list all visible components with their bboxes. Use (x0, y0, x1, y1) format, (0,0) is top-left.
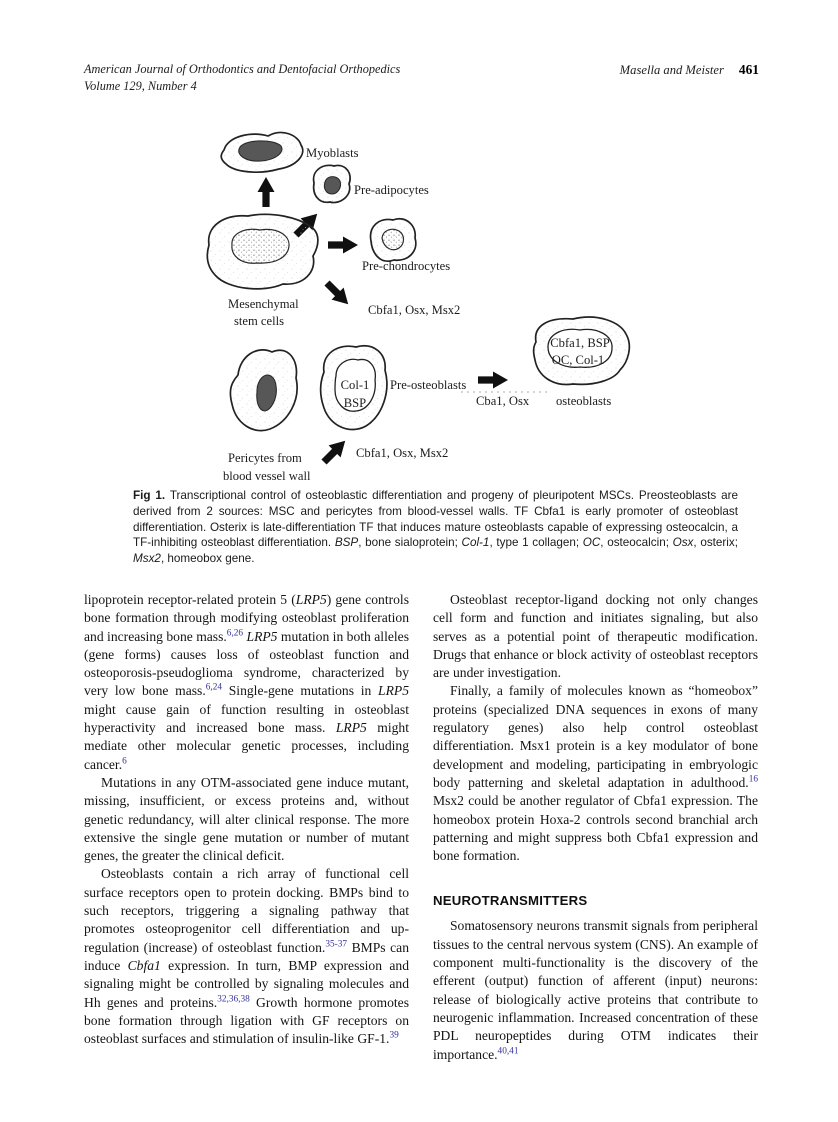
myoblasts-label: Myoblasts (306, 146, 359, 160)
paragraph: lipoprotein receptor-related protein 5 (… (84, 592, 410, 772)
osteoblast-differentiation-diagram: Myoblasts Pre-adipocytes Mesenchymal ste… (206, 131, 631, 483)
tf-label-bottom: Cbfa1, Osx, Msx2 (356, 446, 448, 460)
osteoblast-inner-label-line2: OC, Col-1 (552, 353, 604, 367)
section-heading-neurotransmitters: NEUROTRANSMITTERS (433, 893, 588, 909)
paragraph: Finally, a family of molecules known as … (433, 683, 758, 864)
page-number: 461 (738, 62, 759, 77)
bsp-label: BSP (344, 396, 366, 410)
paragraph: Mutations in any OTM-associated gene ind… (84, 774, 409, 864)
osteoblast-inner-label-line1: Cbfa1, BSP (550, 336, 609, 350)
cba1-osx-label: Cba1, Osx (476, 394, 530, 408)
myoblast-cell (220, 131, 304, 174)
osteoblast-cell: Cbfa1, BSP OC, Col-1 (532, 316, 631, 386)
pericyte-cell (229, 349, 298, 432)
arrow-pre-osteoblasts-to-osteoblasts (478, 371, 508, 389)
pericytes-label-line1: Pericytes from (228, 451, 302, 465)
paragraph: Osteoblast receptor-ligand docking not o… (433, 592, 758, 681)
msc-label-line1: Mesenchymal (228, 297, 299, 311)
pre-chondrocyte-cell (369, 217, 417, 262)
running-header-left: American Journal of Orthodontics and Den… (84, 61, 514, 94)
figure-1-diagram: Myoblasts Pre-adipocytes Mesenchymal ste… (128, 114, 760, 486)
arrow-msc-to-myoblasts (257, 177, 275, 207)
pre-chondrocytes-label: Pre-chondrocytes (362, 259, 450, 273)
running-header-right: Masella and Meister 461 (620, 61, 759, 79)
paragraph: Somatosensory neurons transmit signals f… (433, 918, 758, 1062)
pre-adipocytes-label: Pre-adipocytes (354, 183, 429, 197)
journal-title: American Journal of Orthodontics and Den… (84, 62, 401, 76)
tf-label-top: Cbfa1, Osx, Msx2 (368, 303, 460, 317)
pre-osteoblast-cell: Col-1 BSP (319, 345, 388, 431)
arrow-msc-to-pre-osteoblasts (320, 276, 355, 311)
right-column: Osteoblast receptor-ligand docking not o… (433, 591, 758, 1064)
figure-caption: Fig 1. Transcriptional control of osteob… (133, 489, 738, 566)
paragraph: Osteoblasts contain a rich array of func… (84, 866, 409, 1047)
pre-osteoblasts-label: Pre-osteoblasts (390, 378, 466, 392)
osteoblasts-label: osteoblasts (556, 394, 611, 408)
mesenchymal-stem-cell (206, 213, 319, 290)
arrow-msc-to-pre-chondrocytes (328, 236, 358, 254)
arrow-pericytes-to-pre-osteoblasts (317, 434, 352, 469)
col1-label: Col-1 (341, 378, 370, 392)
journal-volume: Volume 129, Number 4 (84, 78, 197, 93)
left-column: lipoprotein receptor-related protein 5 (… (84, 591, 409, 1048)
pre-adipocyte-cell (312, 164, 351, 204)
running-header-authors: Masella and Meister (619, 63, 724, 77)
msc-label-line2: stem cells (234, 314, 284, 328)
pericytes-label-line2: blood vessel wall (223, 469, 311, 483)
